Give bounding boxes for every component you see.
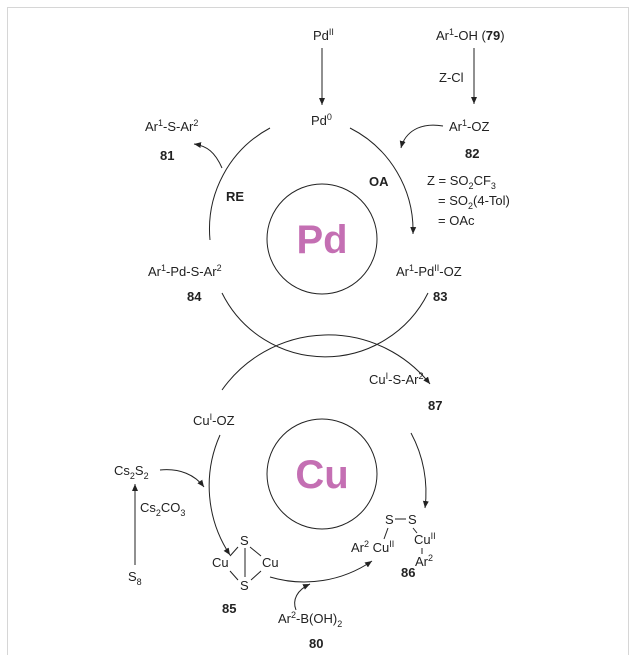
- pd0-label: Pd0: [311, 112, 332, 128]
- compound-80-number: 80: [309, 636, 323, 651]
- c86-bond-1: [383, 527, 389, 540]
- 82-into-cycle-arrow: [399, 124, 444, 149]
- cu-cycle-arc-right: [410, 432, 429, 509]
- c86-cu-right: CuII: [414, 531, 436, 547]
- compound-85-number: 85: [222, 601, 236, 616]
- cu-center-circle: [266, 418, 378, 530]
- cs2s2-into-cycle-arrow: [159, 469, 205, 488]
- pd-cycle-arc-top-left: [209, 127, 271, 241]
- compound-82-number: 82: [465, 146, 479, 161]
- compound-81-label: Ar1-S-Ar2: [145, 118, 198, 134]
- compound-81-number: 81: [160, 148, 174, 163]
- c85-bond-1: [229, 546, 239, 557]
- compound-87-number: 87: [428, 398, 442, 413]
- z-definition-1: Z = SO2CF3: [427, 173, 496, 191]
- c85-bond-4: [250, 570, 262, 581]
- compound-80: Ar2-B(OH)2 80: [278, 583, 342, 651]
- compound-86-number: 86: [401, 565, 415, 580]
- sulfur-source: Cs2S2 Cs2CO3 S8: [114, 463, 205, 587]
- compound-87-label: CuI-S-Ar2: [369, 371, 424, 387]
- c85-bond-3: [229, 570, 239, 581]
- cu-cycle-arc-bottom: [269, 560, 373, 583]
- pd-center-circle: [266, 183, 378, 295]
- c85-cu-left: Cu: [212, 555, 229, 570]
- compound-82-label: Ar1-OZ: [449, 118, 489, 134]
- pd-center-label: Pd: [296, 218, 347, 262]
- cu-cycle: Cu: [208, 334, 431, 583]
- z-definition-2: = SO2(4-Tol): [438, 193, 510, 211]
- zcl-label: Z-Cl: [439, 70, 464, 85]
- figure-frame: [7, 7, 629, 655]
- c85-cu-right: Cu: [262, 555, 279, 570]
- c86-bond-2: [412, 527, 418, 534]
- c86-s2: S: [408, 512, 417, 527]
- aroh-label: Ar1-OH (79): [436, 27, 505, 43]
- c85-s-top: S: [240, 533, 249, 548]
- pd-cycle-arc-bottom: [221, 292, 429, 358]
- c86-ar-cu-left: Ar2 CuII: [351, 539, 394, 555]
- 80-into-cycle-arrow: [294, 583, 311, 611]
- compound-83-number: 83: [433, 289, 447, 304]
- compound-80-label: Ar2-B(OH)2: [278, 610, 342, 629]
- compound-84-label: Ar1-Pd-S-Ar2: [148, 263, 222, 279]
- cs2s2-label: Cs2S2: [114, 463, 149, 481]
- c85-bond-2: [249, 546, 262, 557]
- re-label: RE: [226, 189, 244, 204]
- cu-cycle-arc-left: [208, 434, 231, 556]
- oa-label: OA: [369, 174, 389, 189]
- s8-label: S8: [128, 569, 142, 587]
- compound-86: S S Ar2 CuII CuII Ar2 86: [351, 512, 436, 580]
- pd-cycle-arc-oa: [349, 127, 417, 235]
- pd-cycle: Pd PdII Pd0 OA RE: [209, 27, 429, 358]
- z-definition-3: = OAc: [438, 213, 475, 228]
- product-81: Ar1-S-Ar2 81: [145, 118, 223, 169]
- cu-oz-label: CuI-OZ: [193, 412, 235, 428]
- cycle-to-81-arrow: [193, 142, 223, 169]
- pd2-label: PdII: [313, 27, 334, 43]
- cs2co3-label: Cs2CO3: [140, 500, 185, 518]
- compound-83-label: Ar1-PdII-OZ: [396, 263, 462, 279]
- cu-center-label: Cu: [295, 453, 348, 497]
- compound-85: S Cu Cu S 85: [212, 533, 279, 616]
- compound-84-number: 84: [187, 289, 202, 304]
- c86-s1: S: [385, 512, 394, 527]
- c85-s-bottom: S: [240, 578, 249, 593]
- c86-ar-right: Ar2: [415, 553, 433, 569]
- oa-substrate: Ar1-OH (79) Z-Cl Ar1-OZ 82 Z = SO2CF3 = …: [399, 27, 510, 228]
- cu-cycle-arc-top: [221, 334, 431, 391]
